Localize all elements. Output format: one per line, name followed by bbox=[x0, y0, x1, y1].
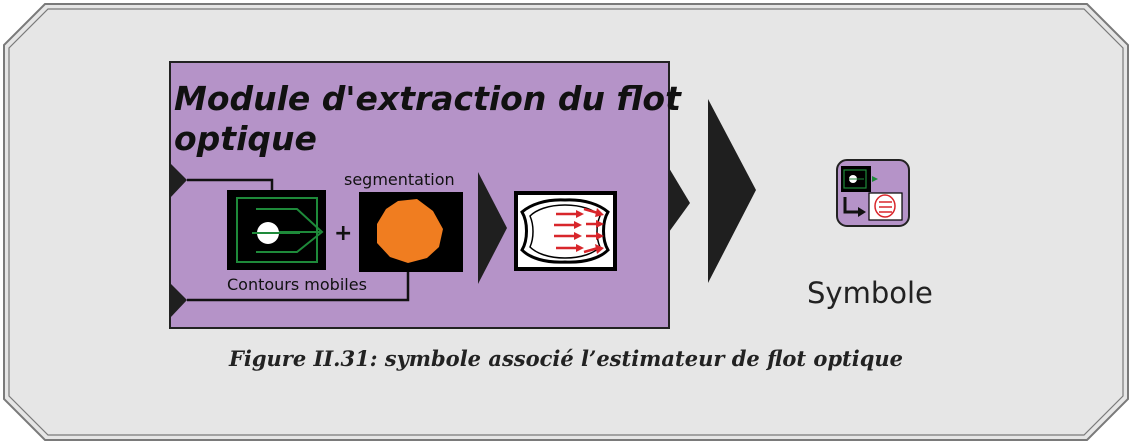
input-arrow-top bbox=[170, 163, 187, 198]
figure-caption: Figure II.31: symbole associé l’estimate… bbox=[228, 346, 903, 371]
middle-arrow bbox=[478, 172, 507, 284]
module-title-line2: optique bbox=[174, 119, 317, 158]
contours-label: Contours mobiles bbox=[227, 275, 367, 294]
large-arrow bbox=[708, 99, 756, 283]
symbol-icon bbox=[836, 159, 910, 227]
symbol-label: Symbole bbox=[807, 276, 933, 310]
input-arrow-bottom bbox=[170, 283, 187, 318]
contours-image bbox=[227, 190, 326, 270]
plus-sign: + bbox=[334, 221, 352, 246]
optical-flow-image bbox=[514, 191, 617, 271]
inner-panel-border bbox=[8, 8, 1124, 436]
module-title-line1: Module d'extraction du flot bbox=[174, 79, 682, 118]
segmentation-image bbox=[359, 192, 463, 272]
module-output-arrow bbox=[669, 168, 690, 232]
connector-bottom bbox=[187, 272, 410, 302]
connector-top bbox=[187, 178, 274, 190]
segmentation-label: segmentation bbox=[344, 170, 455, 189]
